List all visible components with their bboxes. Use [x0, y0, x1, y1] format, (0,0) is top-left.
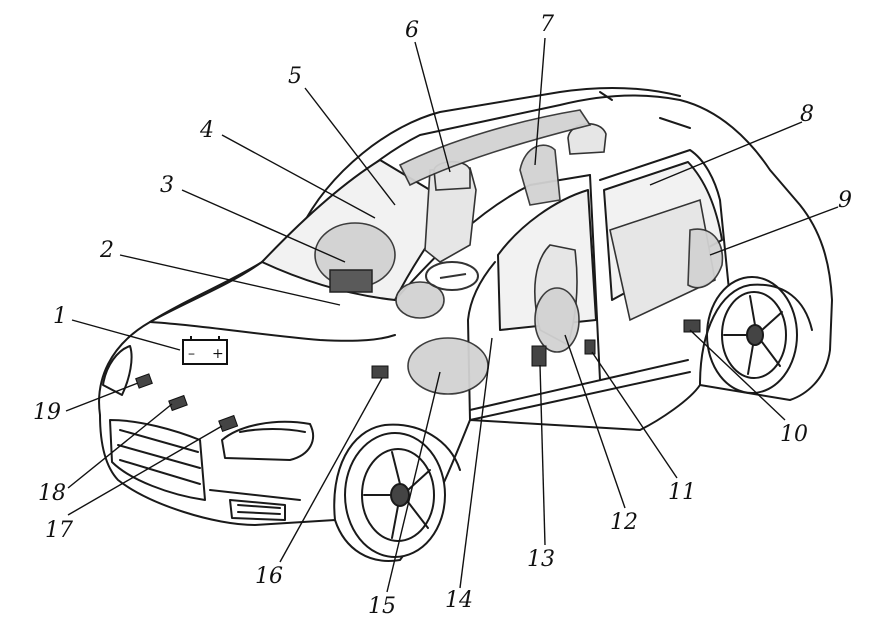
leader-9	[709, 206, 839, 256]
leader-lines	[65, 37, 839, 593]
rear-sensor	[683, 319, 701, 333]
callout-1: 1	[53, 304, 67, 329]
leader-10	[689, 329, 786, 421]
seat-belt-buckle	[584, 339, 596, 355]
leader-16	[279, 377, 383, 563]
rear-seat	[609, 198, 716, 322]
leader-6	[414, 41, 451, 173]
callout-18: 18	[38, 481, 66, 506]
seat-belt-pretensioner	[531, 345, 547, 367]
leader-4	[221, 134, 376, 219]
battery-plus: +	[212, 346, 224, 362]
leader-18	[67, 403, 173, 489]
callout-8: 8	[800, 102, 814, 127]
roof-line	[299, 86, 681, 231]
leader-1	[71, 319, 181, 351]
callout-10: 10	[780, 422, 808, 447]
leader-14	[459, 337, 493, 589]
callout-5: 5	[288, 64, 302, 89]
callout-16: 16	[255, 564, 283, 589]
rear-side-airbag	[687, 228, 724, 289]
callout-15: 15	[368, 594, 396, 619]
battery-icon: – +	[182, 336, 228, 365]
curtain-airbag	[398, 109, 592, 187]
driver-frontal-airbag	[395, 281, 445, 319]
leader-2	[119, 254, 341, 306]
knee-airbag	[407, 337, 489, 395]
leader-8	[649, 121, 803, 186]
side-sensor-front	[371, 365, 389, 379]
callout-19: 19	[33, 400, 61, 425]
callout-14: 14	[445, 588, 473, 613]
leader-12	[564, 334, 626, 509]
leader-7	[534, 37, 546, 166]
callout-7: 7	[540, 12, 554, 37]
leader-13	[539, 364, 546, 546]
rear-headrest	[567, 123, 607, 155]
callout-2: 2	[100, 238, 114, 263]
callout-3: 3	[160, 173, 174, 198]
callout-13: 13	[527, 547, 555, 572]
fog-lamp	[229, 499, 286, 521]
front-wheel	[344, 432, 446, 558]
rear-curtain-airbag	[519, 144, 561, 206]
leader-17	[67, 425, 223, 516]
battery-minus: –	[188, 346, 195, 362]
leader-5	[304, 87, 396, 206]
steering-wheel	[425, 261, 479, 291]
callout-11: 11	[668, 480, 696, 505]
driver-seat	[424, 167, 477, 263]
airbag-control-unit	[329, 269, 373, 293]
leader-15	[386, 371, 441, 593]
front-grille	[109, 419, 206, 501]
leader-3	[181, 189, 346, 263]
leader-11	[591, 351, 678, 479]
front-side-airbag	[534, 287, 580, 353]
callout-9: 9	[838, 188, 852, 213]
rear-wheel	[706, 276, 798, 394]
leader-19	[65, 382, 139, 412]
callout-17: 17	[45, 518, 73, 543]
callout-4: 4	[200, 118, 214, 143]
headlight-left	[102, 345, 133, 396]
callout-6: 6	[405, 18, 419, 43]
callout-12: 12	[610, 510, 638, 535]
